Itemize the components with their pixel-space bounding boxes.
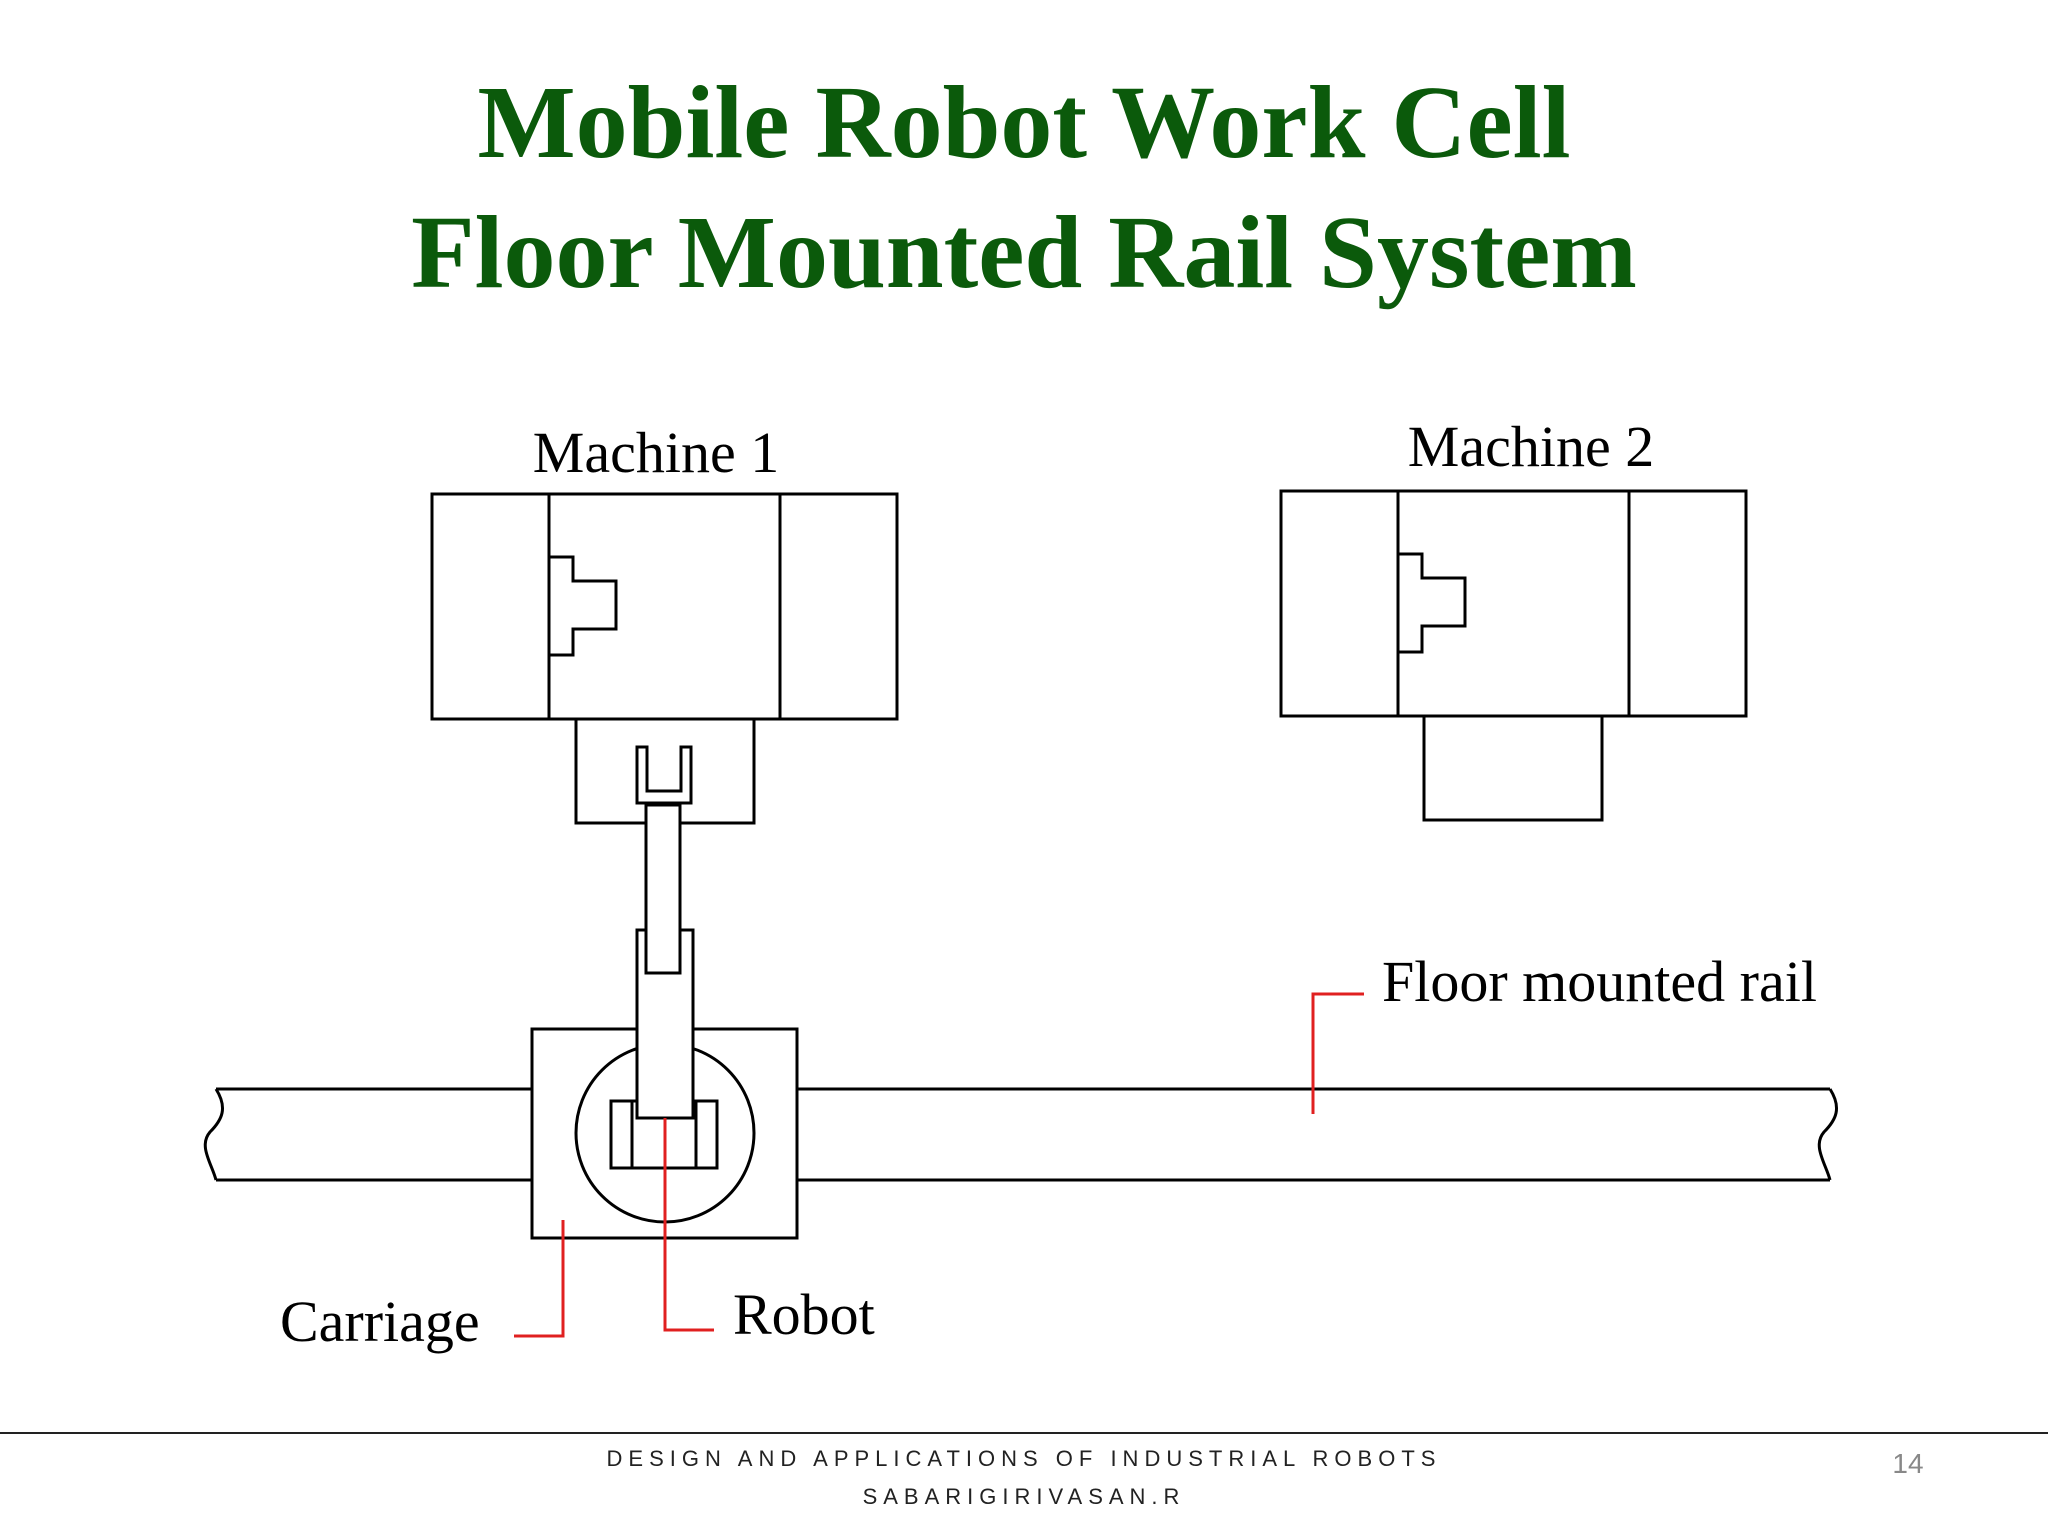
machine-1-label: Machine 1: [533, 420, 779, 485]
robot-label: Robot: [733, 1282, 875, 1347]
rail-label: Floor mounted rail: [1382, 949, 1817, 1014]
footer-divider: [0, 1432, 2048, 1434]
robot-gripper: [635, 745, 693, 805]
carriage-leader: [514, 1220, 565, 1338]
footer-author: SABARIGIRIVASAN.R: [862, 1484, 1186, 1509]
robot: [574, 745, 756, 1224]
slide-title: Mobile Robot Work Cell Floor Mounted Rai…: [0, 58, 2048, 318]
machine-2-loading-station: [1422, 714, 1604, 822]
rail-leader: [1311, 992, 1364, 1114]
footer-course-title: DESIGN AND APPLICATIONS OF INDUSTRIAL RO…: [606, 1446, 1442, 1471]
machine-2: [1279, 489, 1748, 822]
title-line-2: Floor Mounted Rail System: [411, 195, 1637, 310]
page-number: 14: [1892, 1448, 1924, 1479]
title-line-1: Mobile Robot Work Cell: [477, 65, 1571, 180]
robot-leader: [663, 1118, 714, 1332]
carriage-label: Carriage: [280, 1289, 480, 1354]
leader-lines: [514, 992, 1364, 1338]
machine-2-label: Machine 2: [1408, 414, 1654, 479]
floor-rail: [203, 1087, 1839, 1182]
machine-1: [430, 492, 899, 825]
